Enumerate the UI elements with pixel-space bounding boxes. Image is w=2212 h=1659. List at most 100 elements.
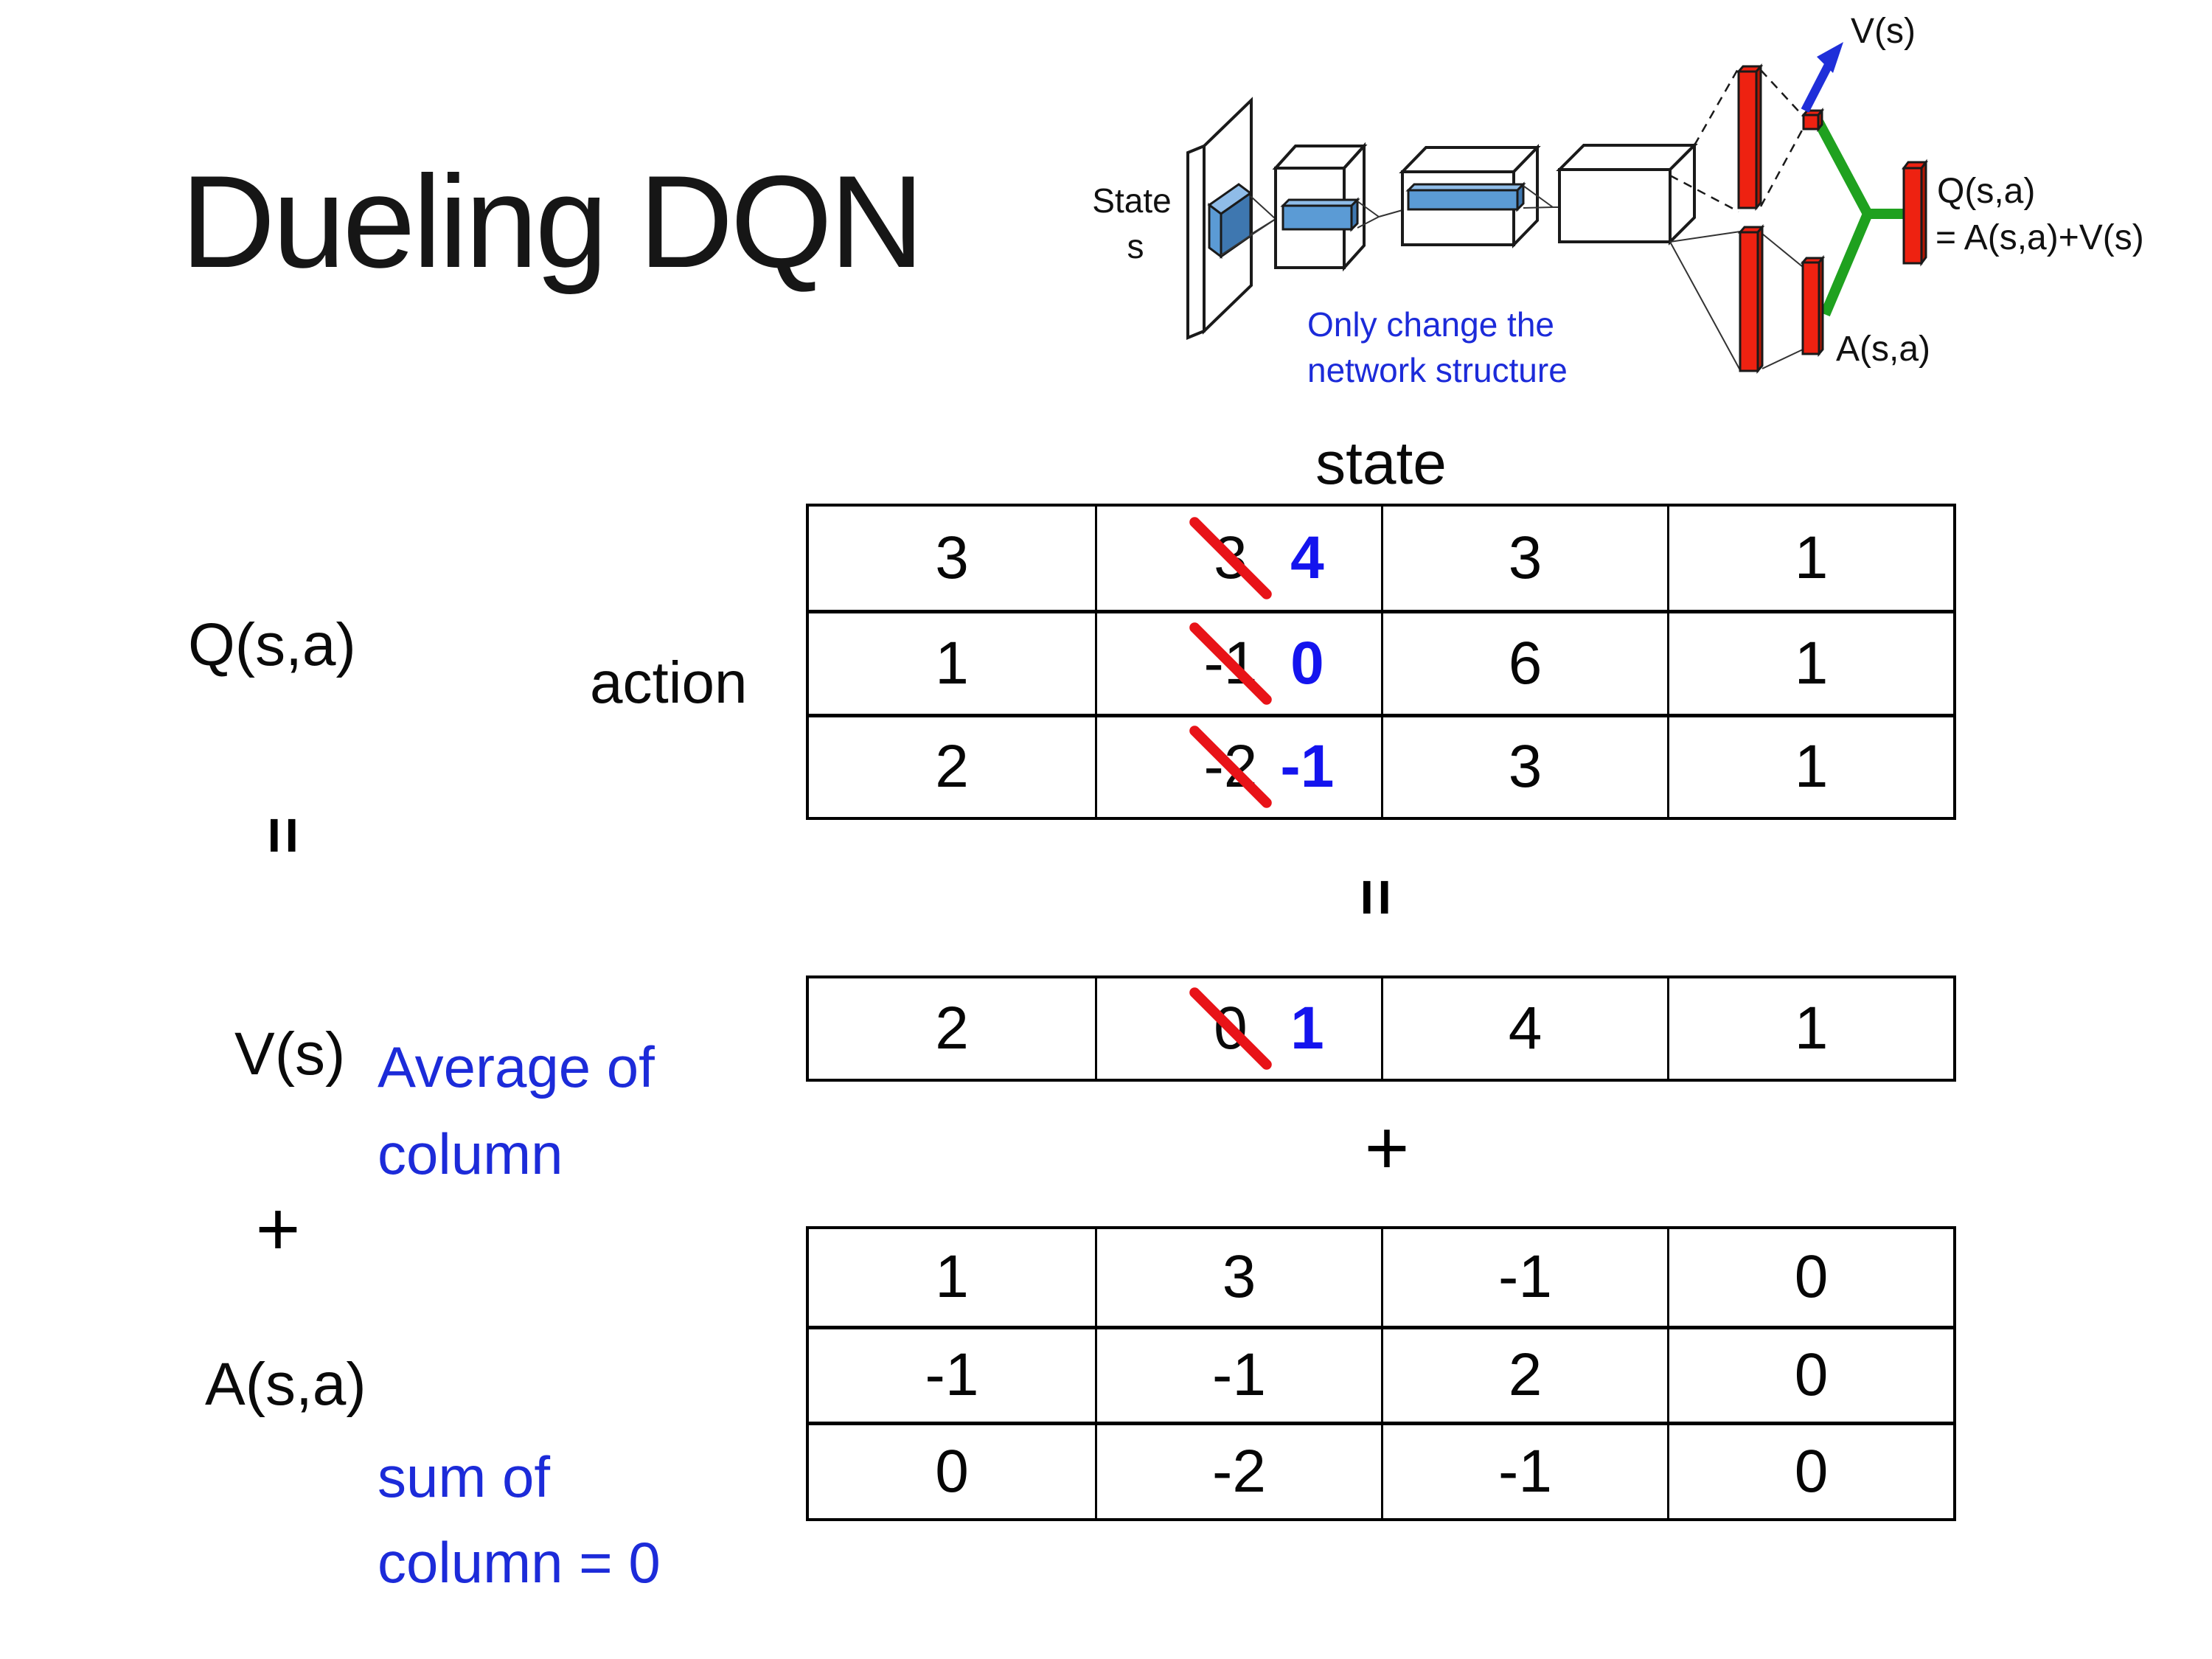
corrected-value: 0 xyxy=(1290,629,1324,697)
cell-value: 3 xyxy=(935,524,969,592)
corrected-value: -1 xyxy=(1280,733,1335,801)
value-matrix-label: V(s) xyxy=(234,1020,346,1088)
table-cell: 0 xyxy=(1667,1422,1953,1518)
dueling-network-svg: State s V(s) Q(s,a) = A(s,a)+V(s) A(s,a)… xyxy=(1092,12,2144,389)
average-note-line1: Average of xyxy=(378,1034,655,1099)
table-cell: 1 xyxy=(1667,978,1953,1079)
equals-sign-left: = xyxy=(243,795,324,876)
value-arrow xyxy=(1801,42,1843,113)
sum-note-line1: sum of xyxy=(378,1444,551,1509)
table-cell: 1 xyxy=(809,1229,1095,1326)
cell-value: 2 xyxy=(935,733,969,801)
state-value-table: 2 01 4 1 xyxy=(806,975,1956,1082)
cell-value: 1 xyxy=(935,1243,969,1311)
cell-value: 0 xyxy=(1794,1438,1829,1506)
table-cell: 3 xyxy=(1381,713,1667,817)
equals-glyph: = xyxy=(1340,878,1413,917)
cell-value: -1 xyxy=(1498,1438,1552,1506)
state-axis-label: state xyxy=(1315,430,1447,497)
q-output-label-line1: Q(s,a) xyxy=(1937,172,2035,211)
feature-bar-2 xyxy=(1405,181,1526,212)
equals-glyph: = xyxy=(247,816,321,855)
slide-title: Dueling DQN xyxy=(181,148,925,295)
advantage-stream-lines xyxy=(1669,231,1804,371)
advantage-output-label: A(s,a) xyxy=(1836,330,1930,369)
table-cell: 1 xyxy=(1667,507,1953,611)
table-cell: 0 xyxy=(1667,1229,1953,1326)
equals-sign-center: = xyxy=(1336,857,1417,938)
table-cell: 3 xyxy=(809,507,1095,610)
table-cell: 34 xyxy=(1095,507,1381,611)
projection-lines-1 xyxy=(1220,195,1276,256)
plus-sign-left: + xyxy=(255,1186,301,1272)
advantage-matrix-label: A(s,a) xyxy=(205,1351,366,1418)
cell-value: 2 xyxy=(935,995,969,1062)
cell-value: -2 xyxy=(1212,1438,1266,1506)
table-cell: 2 xyxy=(809,978,1095,1079)
value-output-label: V(s) xyxy=(1851,12,1916,51)
cell-value: 3 xyxy=(1222,1243,1256,1311)
plus-sign-center: + xyxy=(1364,1105,1410,1191)
hidden-layer-bar-bottom xyxy=(1737,223,1765,375)
table-cell: -10 xyxy=(1095,610,1381,714)
cell-value: 1 xyxy=(1794,995,1829,1062)
cell-value: 3 xyxy=(1508,524,1543,592)
note-line1: Only change the xyxy=(1307,305,1554,344)
value-node xyxy=(1801,107,1825,133)
cell-value: 1 xyxy=(1794,524,1829,592)
table-cell: -2 xyxy=(1095,1422,1381,1518)
table-cell: 1 xyxy=(809,610,1095,713)
cell-value: 0 xyxy=(1794,1243,1829,1311)
q-output-bar xyxy=(1902,159,1928,267)
table-cell: 2 xyxy=(1381,1325,1667,1422)
cell-value: 1 xyxy=(1794,629,1829,697)
table-cell: -1 xyxy=(1381,1422,1667,1518)
table-cell: -1 xyxy=(1095,1325,1381,1422)
state-input-label-line2: s xyxy=(1127,227,1144,265)
table-cell: 1 xyxy=(1667,610,1953,714)
cell-value: 6 xyxy=(1508,629,1543,697)
table-cell: 1 xyxy=(1667,713,1953,817)
table-cell: -1 xyxy=(1381,1229,1667,1326)
cell-value: -1 xyxy=(1212,1341,1266,1409)
table-cell: 2 xyxy=(809,713,1095,817)
cell-value: 3 xyxy=(1508,733,1543,801)
cell-value: 1 xyxy=(1794,733,1829,801)
corrected-value: 1 xyxy=(1290,995,1324,1062)
sum-note-line2: column = 0 xyxy=(378,1530,661,1595)
advantage-bar xyxy=(1800,254,1826,358)
fc-box xyxy=(1556,142,1698,246)
network-architecture-diagram: State s V(s) Q(s,a) = A(s,a)+V(s) A(s,a)… xyxy=(1032,0,2212,413)
average-note-line2: column xyxy=(378,1121,563,1186)
table-cell: -1 xyxy=(809,1325,1095,1422)
table-cell: 4 xyxy=(1381,978,1667,1079)
input-plane-shape xyxy=(1186,97,1253,340)
action-axis-label: action xyxy=(590,650,748,715)
table-cell: 3 xyxy=(1381,507,1667,611)
feature-bar-1 xyxy=(1280,197,1360,232)
table-cell: 01 xyxy=(1095,978,1381,1079)
table-cell: -2-1 xyxy=(1095,713,1381,817)
hidden-layer-bar-top xyxy=(1736,63,1764,212)
state-input-label-line1: State xyxy=(1092,181,1171,220)
q-matrix-label: Q(s,a) xyxy=(188,611,356,678)
value-stream-dashed-lines xyxy=(1669,67,1805,213)
table-cell: 3 xyxy=(1095,1229,1381,1326)
cell-value: -1 xyxy=(925,1341,979,1409)
note-line2: network structure xyxy=(1307,351,1568,389)
cell-value: 0 xyxy=(935,1438,969,1506)
table-cell: 0 xyxy=(1667,1325,1953,1422)
cell-value: 4 xyxy=(1508,995,1543,1062)
corrected-value: 4 xyxy=(1290,524,1324,592)
cell-value: -1 xyxy=(1498,1243,1552,1311)
advantage-table: 1 3 -1 0 -1 -1 2 0 0 -2 -1 0 xyxy=(806,1226,1956,1521)
table-cell: 6 xyxy=(1381,610,1667,714)
aggregation-junction xyxy=(1814,119,1909,317)
cell-value: 2 xyxy=(1508,1341,1543,1409)
table-cell: 0 xyxy=(809,1422,1095,1518)
cell-value: 0 xyxy=(1794,1341,1829,1409)
cell-value: 1 xyxy=(935,629,969,697)
q-output-label-line2: = A(s,a)+V(s) xyxy=(1935,218,2144,257)
projection-lines-2 xyxy=(1357,201,1403,229)
